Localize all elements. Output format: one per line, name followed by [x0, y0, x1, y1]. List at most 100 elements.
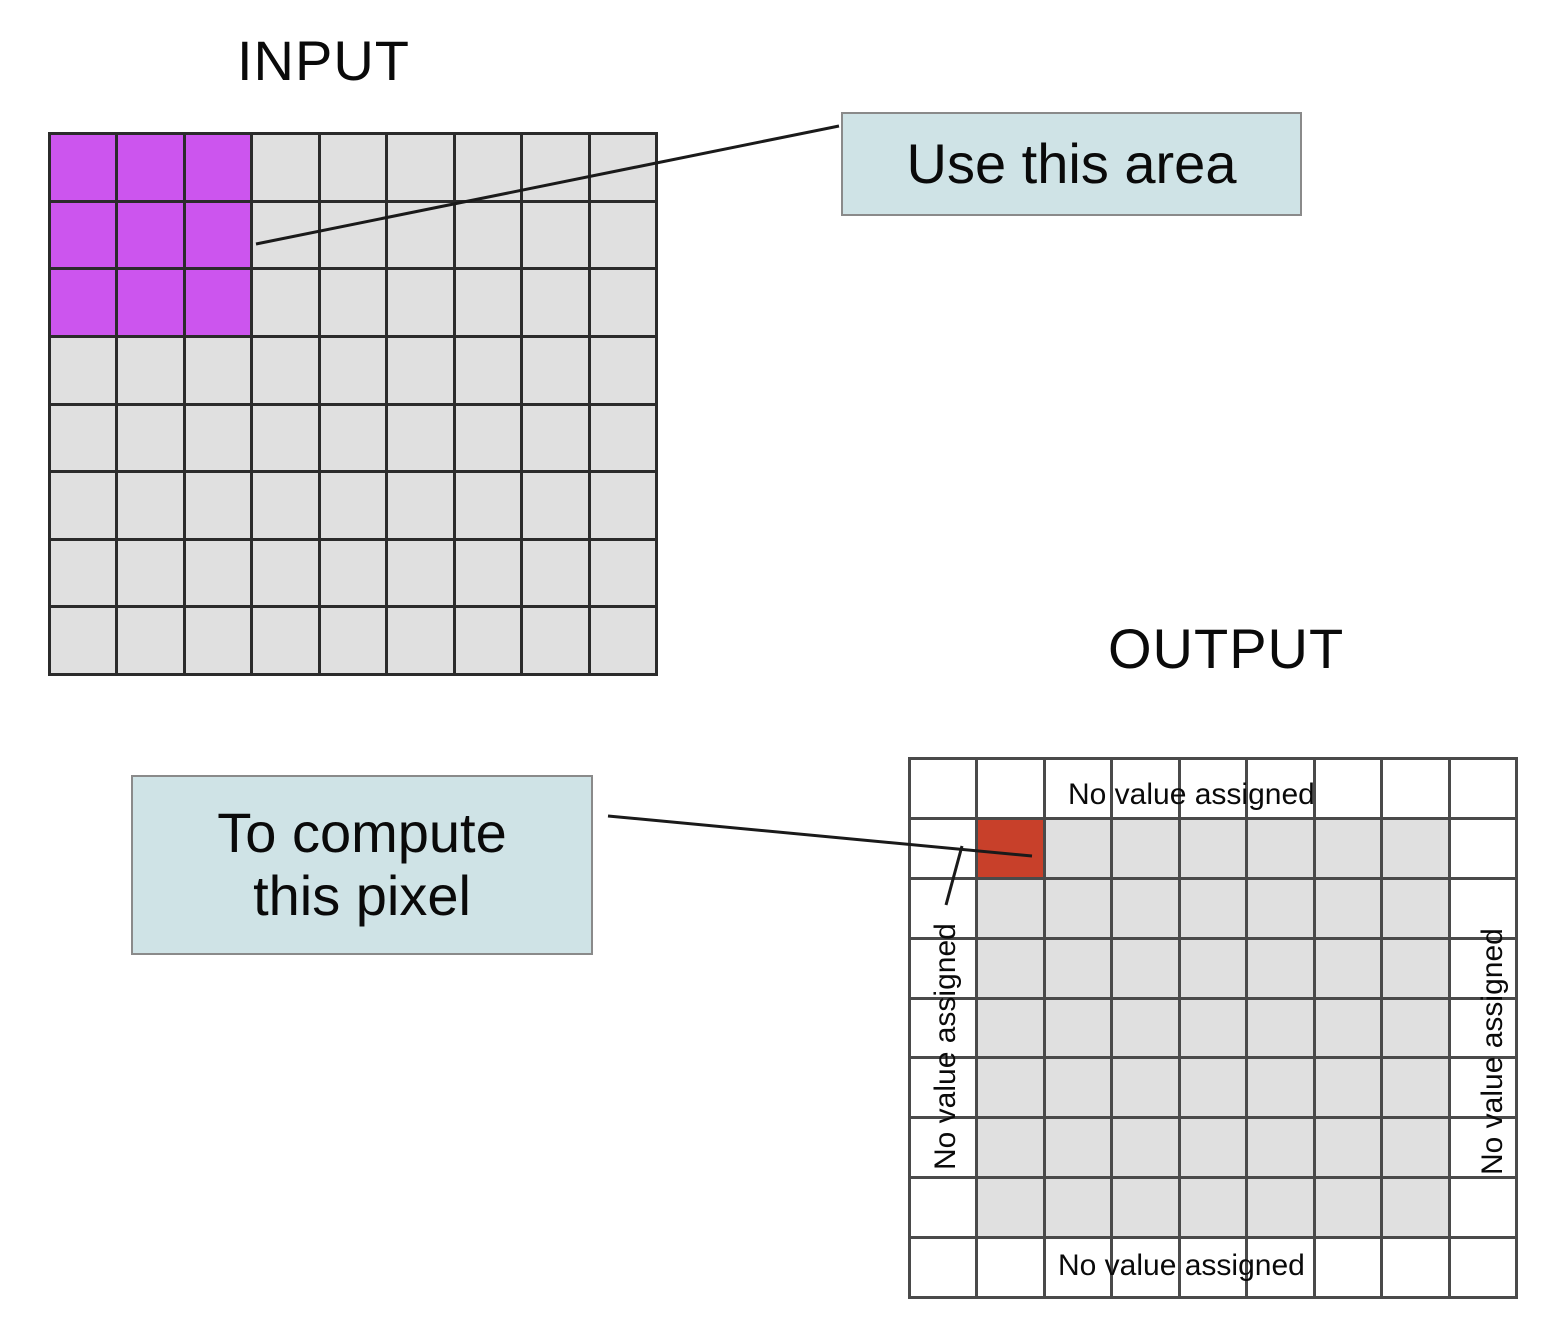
input-cell — [388, 473, 456, 541]
output-cell-empty — [911, 1239, 979, 1299]
output-cell — [1180, 1179, 1249, 1240]
input-cell — [523, 135, 591, 203]
input-cell — [590, 405, 658, 474]
output-label-top-no-value-assigned: No value assigned — [1068, 778, 1315, 811]
output-cell — [1248, 819, 1316, 880]
output-cell — [978, 1179, 1046, 1240]
callout-use-this-area: Use this area — [841, 112, 1302, 216]
input-cell — [253, 473, 321, 541]
input-cell-highlighted — [185, 135, 254, 203]
output-cell-empty — [1450, 819, 1518, 880]
output-cell — [1045, 1059, 1114, 1120]
input-cell — [388, 540, 456, 609]
input-cell — [455, 135, 524, 203]
input-cell — [253, 540, 321, 609]
output-cell — [1113, 999, 1181, 1060]
input-cell — [590, 608, 658, 676]
output-label-right-no-value-assigned: No value assigned — [1476, 928, 1509, 1175]
input-cell — [320, 135, 389, 203]
output-cell — [1180, 1119, 1249, 1180]
input-cell — [51, 473, 119, 541]
output-cell-empty — [1450, 879, 1518, 940]
output-cell — [1180, 999, 1249, 1060]
input-cell — [455, 337, 524, 406]
output-cell — [1113, 1119, 1181, 1180]
input-cell — [118, 473, 186, 541]
input-cell — [590, 270, 658, 338]
input-title: INPUT — [237, 29, 410, 92]
input-cell — [388, 405, 456, 474]
input-cell — [455, 540, 524, 609]
output-cell — [1383, 1059, 1451, 1120]
output-cell-empty — [1045, 1239, 1114, 1299]
input-cell — [51, 405, 119, 474]
output-cell-empty — [1248, 760, 1316, 820]
callout-compute-line-1: To compute — [217, 801, 507, 865]
output-cell-empty — [1383, 760, 1451, 820]
input-cell — [185, 473, 254, 541]
output-cell — [1315, 1179, 1384, 1240]
output-cell-empty — [1248, 1239, 1316, 1299]
input-cell — [523, 405, 591, 474]
output-cell — [1045, 1119, 1114, 1180]
input-cell — [523, 608, 591, 676]
output-cell — [1180, 1059, 1249, 1120]
output-cell — [1045, 939, 1114, 1000]
input-cell-highlighted — [185, 202, 254, 271]
output-cell — [1248, 939, 1316, 1000]
output-cell — [1315, 939, 1384, 1000]
output-cell-empty — [1450, 1239, 1518, 1299]
input-cell-highlighted — [51, 270, 119, 338]
output-cell — [1180, 819, 1249, 880]
output-cell — [1113, 939, 1181, 1000]
input-cell — [455, 202, 524, 271]
input-cell-highlighted — [51, 202, 119, 271]
input-cell-highlighted — [51, 135, 119, 203]
output-cell — [1248, 1059, 1316, 1120]
output-cell — [1113, 1179, 1181, 1240]
input-cell-highlighted — [118, 202, 186, 271]
input-cell — [320, 337, 389, 406]
output-label-left-no-value-assigned: No value assigned — [929, 923, 962, 1170]
input-cell — [320, 405, 389, 474]
output-cell-empty — [1450, 1119, 1518, 1180]
output-cell — [1383, 879, 1451, 940]
output-cell-empty — [1113, 760, 1181, 820]
output-cell-empty — [1450, 939, 1518, 1000]
callout-to-compute-this-pixel: To compute this pixel — [131, 775, 593, 955]
output-cell — [1045, 879, 1114, 940]
output-cell-empty — [911, 760, 979, 820]
input-cell — [118, 337, 186, 406]
input-cell-highlighted — [118, 270, 186, 338]
input-cell — [118, 608, 186, 676]
output-cell — [978, 879, 1046, 940]
input-cell — [253, 270, 321, 338]
output-cell-empty — [1113, 1239, 1181, 1299]
output-cell-empty — [911, 1179, 979, 1240]
input-cell-highlighted — [118, 135, 186, 203]
output-cell-empty — [1450, 1179, 1518, 1240]
output-cell — [978, 1119, 1046, 1180]
output-cell-empty — [978, 1239, 1046, 1299]
output-cell — [1045, 1179, 1114, 1240]
output-grid — [908, 757, 1518, 1299]
output-cell-empty — [1180, 1239, 1249, 1299]
input-cell — [320, 540, 389, 609]
output-cell — [1248, 879, 1316, 940]
output-cell — [1248, 1179, 1316, 1240]
input-cell-highlighted — [185, 270, 254, 338]
input-cell — [523, 337, 591, 406]
output-cell — [1383, 819, 1451, 880]
output-cell-empty — [911, 999, 979, 1060]
output-cell-empty — [1315, 1239, 1384, 1299]
output-cell-empty — [1450, 760, 1518, 820]
output-cell-empty — [1450, 999, 1518, 1060]
output-cell — [1315, 1119, 1384, 1180]
input-cell — [253, 202, 321, 271]
input-cell — [185, 405, 254, 474]
output-cell — [1113, 1059, 1181, 1120]
input-cell — [320, 202, 389, 271]
input-cell — [388, 135, 456, 203]
output-cell — [1045, 819, 1114, 880]
